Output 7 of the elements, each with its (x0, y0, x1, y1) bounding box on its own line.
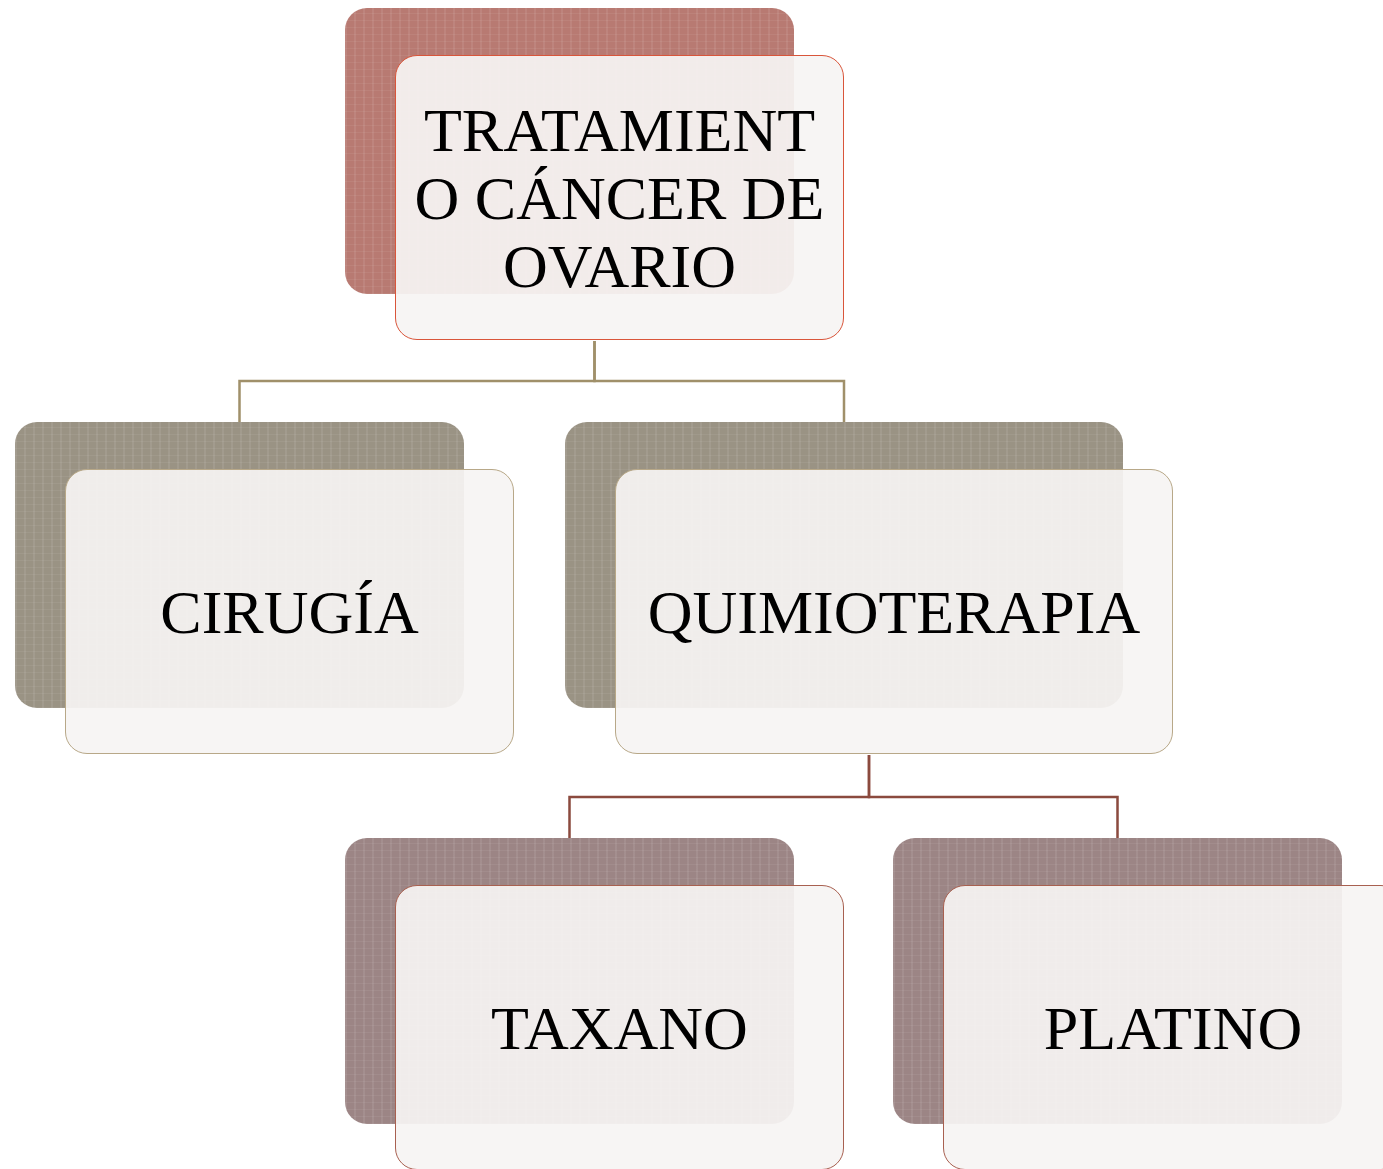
node-label: TAXANO (491, 993, 748, 1062)
node-label: CIRUGÍA (160, 577, 419, 646)
connector-line (867, 755, 1119, 838)
node-label: TRATAMIENTO CÁNCER DE OVARIO (413, 95, 826, 300)
node-label: QUIMIOTERAPIA (647, 577, 1141, 646)
connector-line (593, 341, 846, 422)
node-label: PLATINO (1043, 993, 1303, 1062)
